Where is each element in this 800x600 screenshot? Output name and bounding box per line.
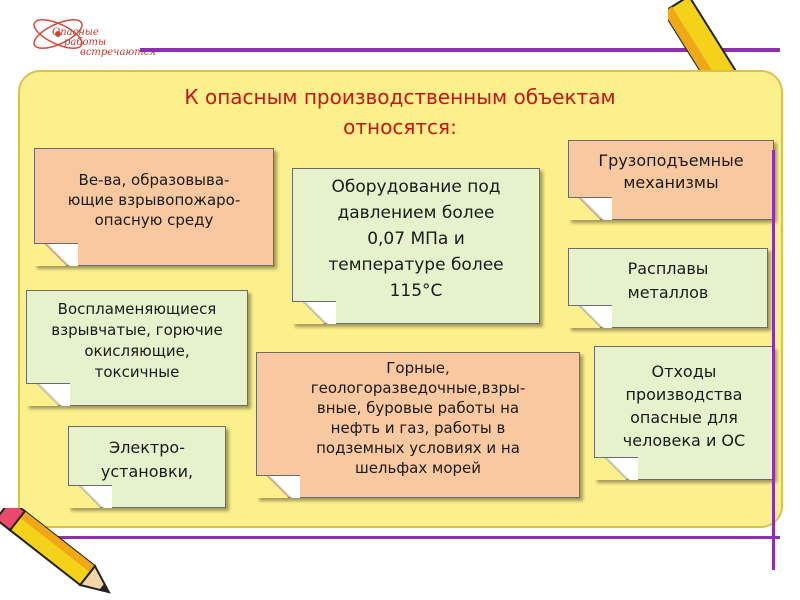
note-text: Расплавы металлов	[627, 259, 709, 302]
logo-line-3: встречаются	[80, 47, 156, 58]
note-pressure-equipment: Оборудование под давлением более 0,07 МП…	[292, 168, 540, 324]
note-explosive-env: Ве-ва, образовыва- ющие взрывопожаро- оп…	[34, 148, 274, 266]
logo-line-1: Опасные	[52, 27, 99, 38]
logo-line-2: работы	[64, 37, 107, 48]
note-electrical-installations: Электро- установки,	[68, 426, 226, 508]
note-mining-works: Горные, геологоразведочные,взры- вные, б…	[256, 352, 580, 498]
title-line-2: относятся:	[343, 115, 457, 139]
note-text: Грузоподъемные механизмы	[598, 151, 744, 192]
note-production-waste: Отходы производства опасные для человека…	[594, 346, 774, 480]
title-line-1: К опасным производственным объектам	[184, 85, 616, 109]
page-title: К опасным производственным объектам отно…	[100, 82, 700, 142]
right-rule	[772, 150, 775, 570]
note-metal-melts: Расплавы металлов	[568, 248, 768, 328]
note-flammable-substances: Воспламеняющиеся взрывчатые, горючие оки…	[26, 290, 248, 406]
atom-icon	[33, 19, 83, 49]
top-rule	[140, 48, 780, 52]
logo-text: Опасные работы встречаются	[52, 28, 156, 58]
pencil-bottom-icon	[0, 508, 111, 594]
note-text: Электро- установки,	[100, 438, 194, 481]
note-text: Горные, геологоразведочные,взры- вные, б…	[310, 359, 526, 477]
note-text: Ве-ва, образовыва- ющие взрывопожаро- оп…	[67, 171, 241, 229]
note-text: Воспламеняющиеся взрывчатые, горючие оки…	[51, 300, 223, 381]
bottom-rule	[30, 536, 780, 539]
logo: Опасные работы встречаются	[18, 6, 156, 62]
note-text: Оборудование под давлением более 0,07 МП…	[328, 177, 504, 301]
note-text: Отходы производства опасные для человека…	[622, 362, 746, 450]
note-lifting-mechanisms: Грузоподъемные механизмы	[568, 140, 774, 220]
